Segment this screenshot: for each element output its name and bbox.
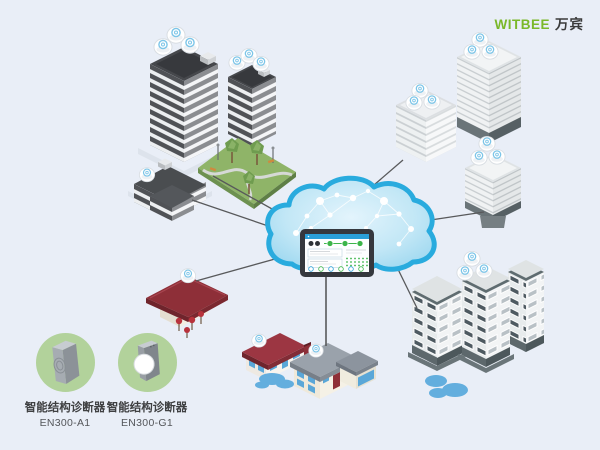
red-roof-house [242,333,306,381]
wireless-structure-sensor-icon [179,268,197,284]
legend-circle [35,333,95,392]
wireless-structure-sensor-icon [252,55,270,72]
dark-striped-tower-tall [150,47,218,163]
apartment-tower [458,266,514,373]
dashboard-panels [307,248,366,268]
wireless-structure-sensor-icon [251,333,267,348]
device-model: EN300-G1 [120,417,173,429]
wireless-structure-sensor-icon [153,38,173,56]
dashboard-gauge-icons [308,266,364,272]
tree [250,140,264,165]
high-rise-tower-lower [465,154,521,228]
wireless-structure-sensor-icon [463,250,481,267]
legend-item-en300-g1: 智能结构诊断器 EN300-G1 [106,333,188,429]
dashboard-dot-grid [346,257,368,267]
device-name: 智能结构诊断器 [24,402,106,414]
red-roof-pavilion [146,276,228,338]
roof-vent [158,158,172,170]
legend-item-en300-a1: 智能结构诊断器 EN300-A1 [24,333,106,429]
monitoring-tablet [300,229,374,277]
tree [225,138,239,163]
gray-roof-house [290,342,378,400]
wireless-structure-sensor-icon [463,43,481,60]
brand-logo-en: WITBEE [494,17,550,32]
dashboard-status-row [308,240,364,247]
roof-vent [200,52,216,65]
wireless-structure-sensor-icon [308,343,324,358]
device-legend: 智能结构诊断器 EN300-A1 智能结构诊断器 EN300-G1 [24,333,188,429]
wireless-structure-sensor-icon [478,135,496,152]
brand-logo: WITBEE 万宾 [495,13,585,33]
dashboard-header [305,234,369,239]
water-puddle [255,373,294,389]
tower-pedestal [480,216,506,228]
water-puddle [425,375,468,398]
cloud-constellation [293,188,414,247]
tree [243,171,255,194]
apartment-tower [508,260,544,353]
wireless-structure-sensor-icon [138,167,156,183]
apartment-complex [408,260,544,398]
red-lantern [175,311,204,338]
city-park [198,138,296,209]
line-to-low-rise [191,199,278,230]
apartment-tower [408,276,466,371]
diagnostic-device-oval-face-icon [52,340,80,384]
suburban-houses [242,333,378,400]
device-model: EN300-A1 [39,417,91,429]
brand-logo-cn: 万宾 [555,17,584,32]
dark-striped-tower-short [228,65,276,147]
legend-circle [117,333,177,392]
wireless-structure-sensor-icon [456,264,474,281]
wireless-structure-sensor-icon [423,93,441,110]
diagnostic-device-disc-face-icon [133,340,160,381]
wireless-structure-sensor-icon [481,43,499,60]
wireless-structure-sensor-icon [470,149,488,166]
wireless-structure-sensor-icon [180,36,200,54]
wireless-structure-sensor-icon [475,262,493,279]
office-towers-with-park [128,47,296,222]
park-bench [209,167,217,172]
park-bench [267,159,275,164]
device-name: 智能结构诊断器 [106,402,188,414]
garage [336,351,378,389]
wireless-structure-sensor-icon [405,94,423,111]
wireless-structure-sensor-icon [488,148,506,165]
